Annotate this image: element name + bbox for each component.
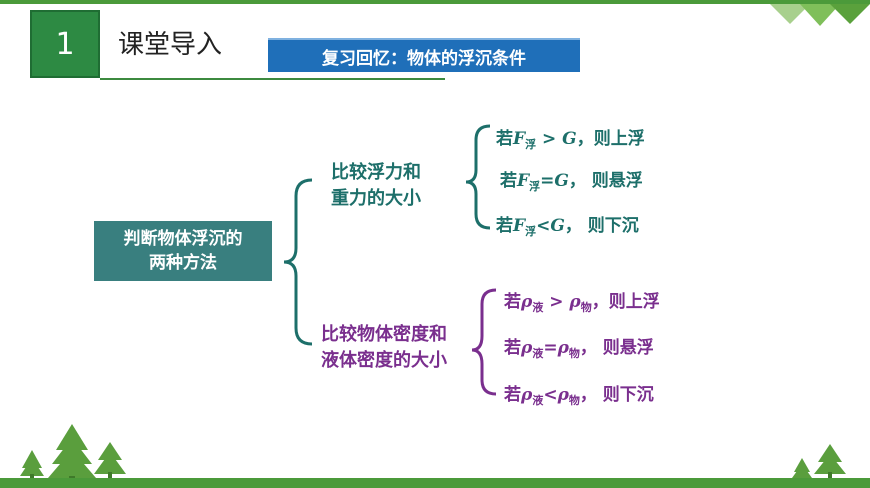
- section-number-badge: 1: [30, 10, 100, 78]
- tree-decoration-left-icon: [20, 424, 126, 480]
- branch-density-label: 比较物体密度和 液体密度的大小: [321, 322, 447, 374]
- tree-decoration-right-icon: [792, 444, 846, 480]
- subtitle-banner: 复习回忆：物体的浮沉条件: [268, 38, 580, 72]
- triangle-decoration-icon: [770, 4, 870, 26]
- branch-density-line2: 液体密度的大小: [321, 350, 447, 371]
- branch-force-line1: 比较浮力和: [331, 162, 421, 183]
- branch-force-label: 比较浮力和 重力的大小: [331, 160, 421, 212]
- force-condition-float: 若F浮 > G，则上浮: [496, 129, 645, 151]
- main-topic-box: 判断物体浮沉的 两种方法: [94, 221, 272, 281]
- force-brace: [465, 124, 491, 230]
- title-underline: [100, 78, 445, 80]
- top-accent-bar: [0, 0, 870, 4]
- main-topic-line2: 两种方法: [149, 253, 217, 273]
- main-brace: [283, 178, 313, 346]
- density-brace: [471, 288, 497, 396]
- density-condition-float: 若ρ液 > ρ物，则上浮: [504, 292, 660, 314]
- branch-force-line2: 重力的大小: [331, 188, 421, 209]
- main-topic-line1: 判断物体浮沉的: [123, 229, 243, 249]
- density-condition-sink: 若ρ液<ρ物， 则下沉: [504, 385, 654, 407]
- force-condition-sink: 若F浮<G， 则下沉: [496, 216, 639, 238]
- force-condition-suspend: 若F浮=G， 则悬浮: [500, 171, 643, 193]
- branch-density-line1: 比较物体密度和: [321, 324, 447, 345]
- density-condition-suspend: 若ρ液=ρ物， 则悬浮: [504, 338, 654, 360]
- bottom-accent-bar: [0, 478, 870, 488]
- lesson-title: 课堂导入: [118, 30, 223, 60]
